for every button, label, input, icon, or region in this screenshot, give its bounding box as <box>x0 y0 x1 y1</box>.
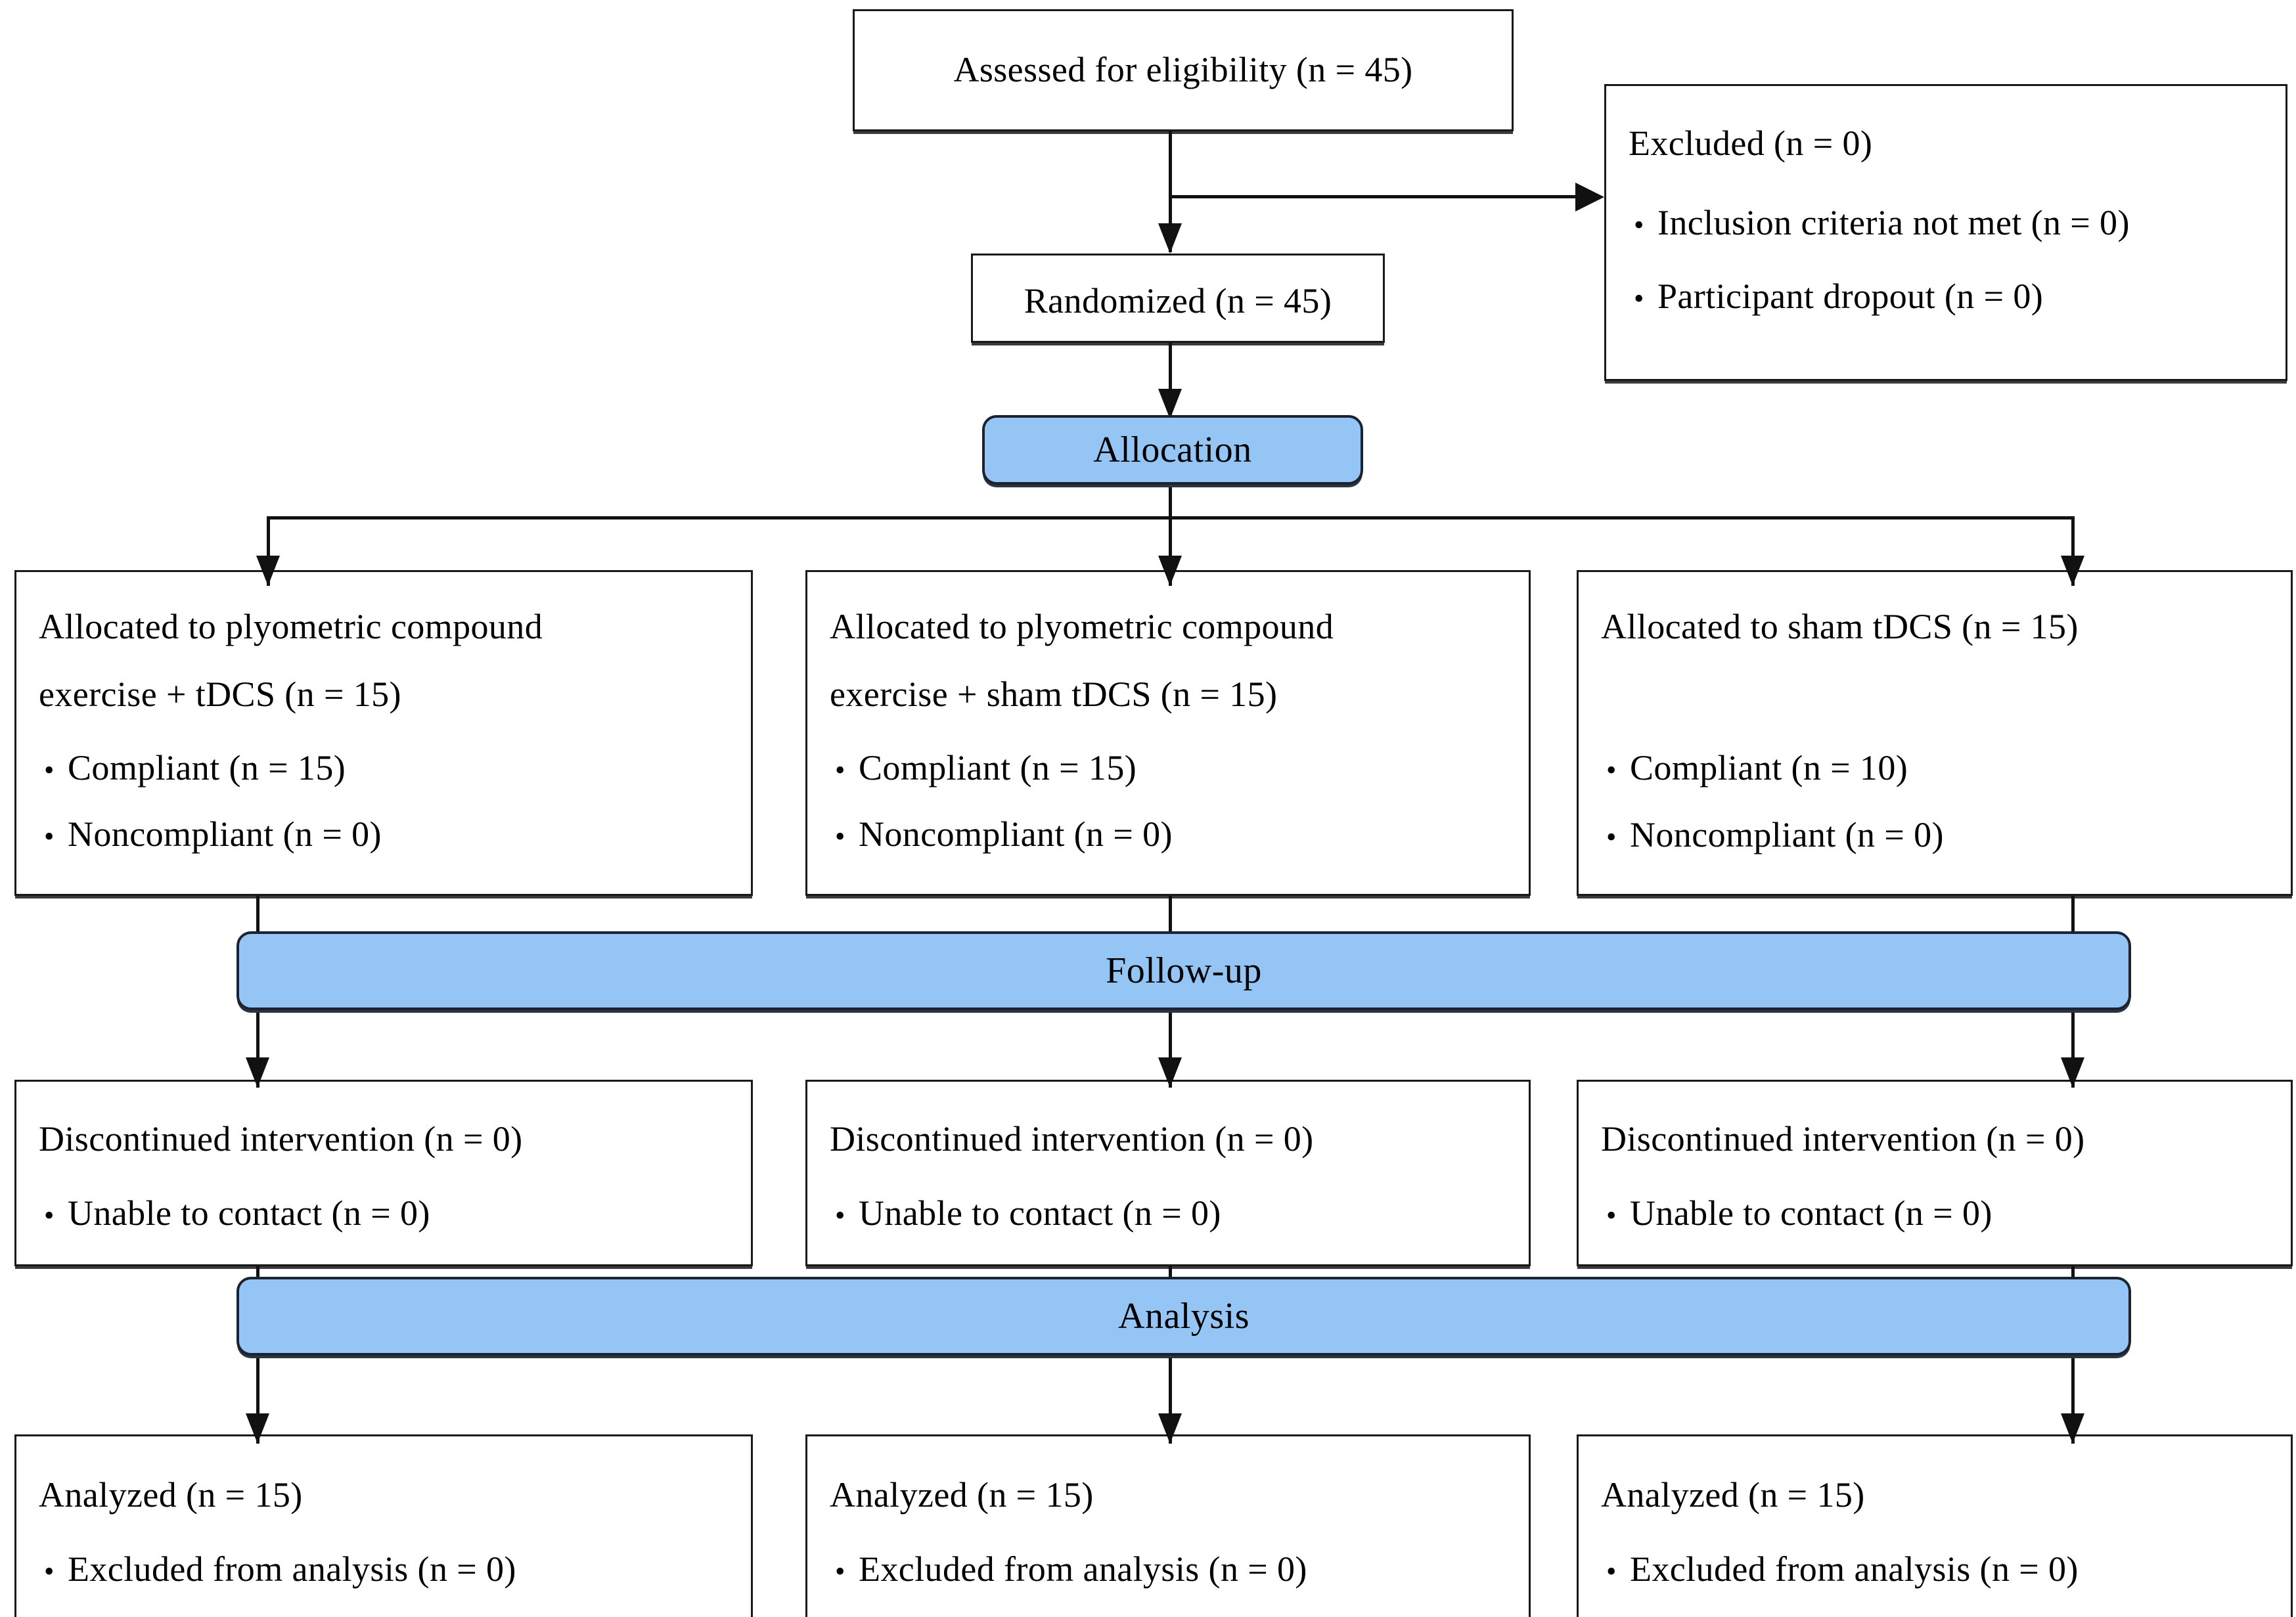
phase-banner-allocation: Allocation <box>982 415 1363 485</box>
arrow-group2-to-analysis <box>1158 1413 1182 1444</box>
followup-group3-title: Discontinued intervention (n = 0) <box>1601 1119 2085 1159</box>
arrow-split-to-group1 <box>256 556 280 586</box>
connector-split-to-group3 <box>2071 516 2075 586</box>
connector-split-to-group1 <box>267 516 270 586</box>
phase-banner-follow-up: Follow-up <box>236 931 2131 1010</box>
assessed-for-eligibility-text: Assessed for eligibility (n = 45) <box>953 50 1413 89</box>
phase-banner-allocation-label: Allocation <box>1093 430 1252 470</box>
connector-split-to-group2 <box>1169 516 1172 586</box>
arrow-group2-to-followup <box>1158 1057 1182 1088</box>
analyzed-group1-bullet-1: Excluded from analysis (n = 0) <box>39 1541 729 1598</box>
allocation-group2-title-line1: Allocated to plyometric compound <box>830 607 1334 646</box>
allocation-group3-bullet-2: Noncompliant (n = 0) <box>1601 807 2268 864</box>
allocation-group1-title-line2: exercise + tDCS (n = 15) <box>39 675 401 715</box>
followup-group1-title: Discontinued intervention (n = 0) <box>39 1119 523 1159</box>
randomized-box: Randomized (n = 45) <box>971 254 1385 343</box>
followup-group1-bullet-1: Unable to contact (n = 0) <box>39 1185 729 1242</box>
analyzed-group2-title: Analyzed (n = 15) <box>830 1475 1094 1515</box>
followup-group2-bullet-1: Unable to contact (n = 0) <box>830 1185 1506 1242</box>
allocation-box-group1: Allocated to plyometric compound exercis… <box>14 570 753 896</box>
phase-banner-analysis-label: Analysis <box>1118 1296 1249 1337</box>
analyzed-box-group1: Analyzed (n = 15) Excluded from analysis… <box>14 1434 753 1617</box>
connector-allocation-to-split <box>1169 485 1172 519</box>
analyzed-group3-bullet-1: Excluded from analysis (n = 0) <box>1601 1541 2268 1598</box>
allocation-group2-bullet-1: Compliant (n = 15) <box>830 740 1506 797</box>
connector-assessed-to-randomized <box>1169 131 1172 252</box>
analyzed-box-group2: Analyzed (n = 15) Excluded from analysis… <box>805 1434 1531 1617</box>
arrow-group3-to-analysis <box>2061 1413 2084 1444</box>
arrow-assessed-to-excluded <box>1575 183 1604 211</box>
allocation-group1-title-line1: Allocated to plyometric compound <box>39 607 543 646</box>
allocation-group3-bullet-1: Compliant (n = 10) <box>1601 740 2268 797</box>
allocation-group3-title-line2 <box>1601 666 2268 724</box>
allocation-group1-bullet-2: Noncompliant (n = 0) <box>39 806 729 863</box>
excluded-title: Excluded (n = 0) <box>1629 123 1873 163</box>
allocation-box-group3: Allocated to sham tDCS (n = 15) Complian… <box>1577 570 2293 896</box>
arrow-group1-to-followup <box>246 1057 269 1088</box>
allocation-group3-title-line1: Allocated to sham tDCS (n = 15) <box>1601 607 2079 646</box>
allocation-group2-title-line2: exercise + sham tDCS (n = 15) <box>830 675 1278 715</box>
connector-assessed-to-excluded <box>1169 195 1596 198</box>
followup-box-group3: Discontinued intervention (n = 0) Unable… <box>1577 1080 2293 1266</box>
arrow-randomized-to-allocation <box>1158 389 1182 419</box>
excluded-box: Excluded (n = 0) Inclusion criteria not … <box>1604 84 2287 381</box>
randomized-text: Randomized (n = 45) <box>1024 281 1332 321</box>
excluded-reason-1: Inclusion criteria not met (n = 0) <box>1629 194 2263 252</box>
arrow-split-to-group3 <box>2061 556 2084 586</box>
allocation-group1-bullet-1: Compliant (n = 15) <box>39 740 729 797</box>
arrow-split-to-group2 <box>1158 556 1182 586</box>
followup-box-group2: Discontinued intervention (n = 0) Unable… <box>805 1080 1531 1266</box>
connector-randomized-to-allocation <box>1169 343 1172 419</box>
allocation-group2-bullet-2: Noncompliant (n = 0) <box>830 806 1506 863</box>
arrow-group1-to-analysis <box>246 1413 269 1444</box>
analyzed-group2-bullet-1: Excluded from analysis (n = 0) <box>830 1541 1506 1598</box>
analyzed-group1-title: Analyzed (n = 15) <box>39 1475 303 1515</box>
analyzed-box-group3: Analyzed (n = 15) Excluded from analysis… <box>1577 1434 2293 1617</box>
arrow-group3-to-followup <box>2061 1057 2084 1088</box>
followup-box-group1: Discontinued intervention (n = 0) Unable… <box>14 1080 753 1266</box>
allocation-box-group2: Allocated to plyometric compound exercis… <box>805 570 1531 896</box>
analyzed-group3-title: Analyzed (n = 15) <box>1601 1475 1865 1515</box>
phase-banner-analysis: Analysis <box>236 1277 2131 1356</box>
arrow-assessed-to-randomized <box>1158 223 1182 254</box>
followup-group3-bullet-1: Unable to contact (n = 0) <box>1601 1185 2268 1242</box>
assessed-for-eligibility-box: Assessed for eligibility (n = 45) <box>853 9 1514 131</box>
phase-banner-follow-up-label: Follow-up <box>1106 950 1262 991</box>
followup-group2-title: Discontinued intervention (n = 0) <box>830 1119 1314 1159</box>
excluded-reason-2: Participant dropout (n = 0) <box>1629 268 2263 325</box>
